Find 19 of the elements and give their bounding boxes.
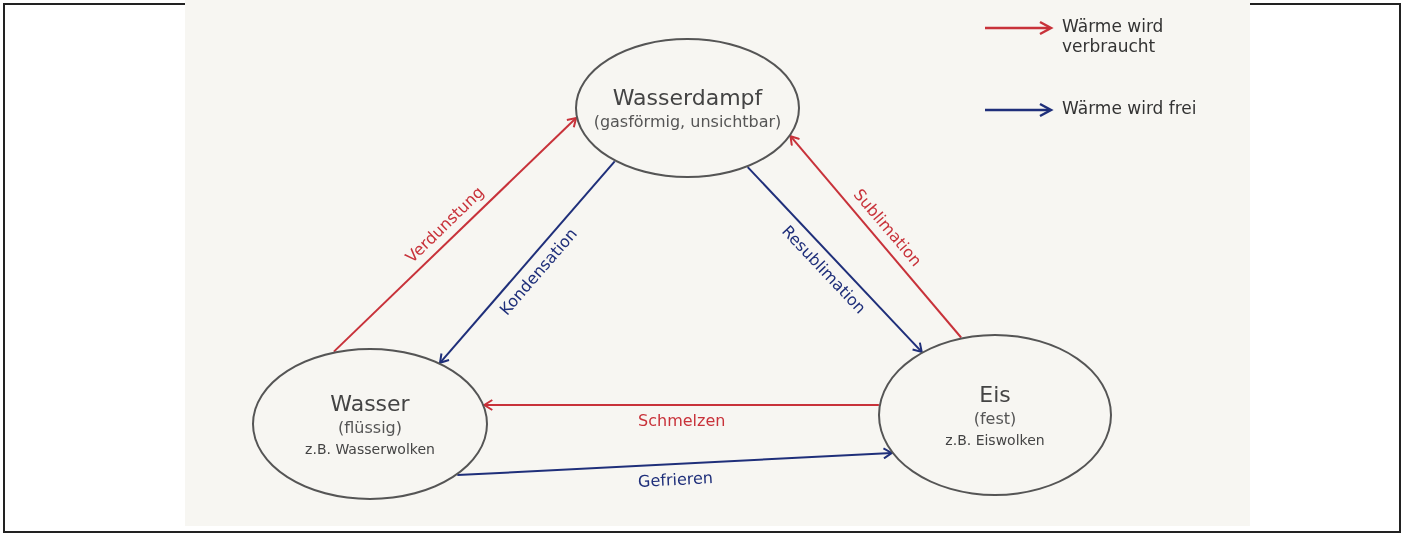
legend-text: Wärme wird verbraucht <box>1062 16 1165 57</box>
arrow <box>456 447 893 477</box>
state-title: Wasserdampf <box>612 85 763 110</box>
example-text: z.B. Eiswolken <box>945 432 1045 448</box>
arrow <box>483 399 880 411</box>
state-description: (flüssig) <box>338 418 402 437</box>
state-title: Wasser <box>330 391 410 416</box>
arrow <box>439 160 616 364</box>
legend-text: Wärme wird frei <box>1062 98 1198 119</box>
state-ellipse <box>575 38 800 178</box>
arrow <box>789 135 963 339</box>
state-ellipse <box>252 348 488 500</box>
state-description: (fest) <box>973 409 1017 428</box>
state-description: (gasförmig, unsichtbar) <box>593 112 782 131</box>
state-title: Eis <box>979 382 1011 407</box>
arrow <box>332 117 578 353</box>
arrow <box>746 166 923 353</box>
state-ellipse <box>878 334 1112 496</box>
example-text: z.B. Wasserwolken <box>305 441 435 457</box>
